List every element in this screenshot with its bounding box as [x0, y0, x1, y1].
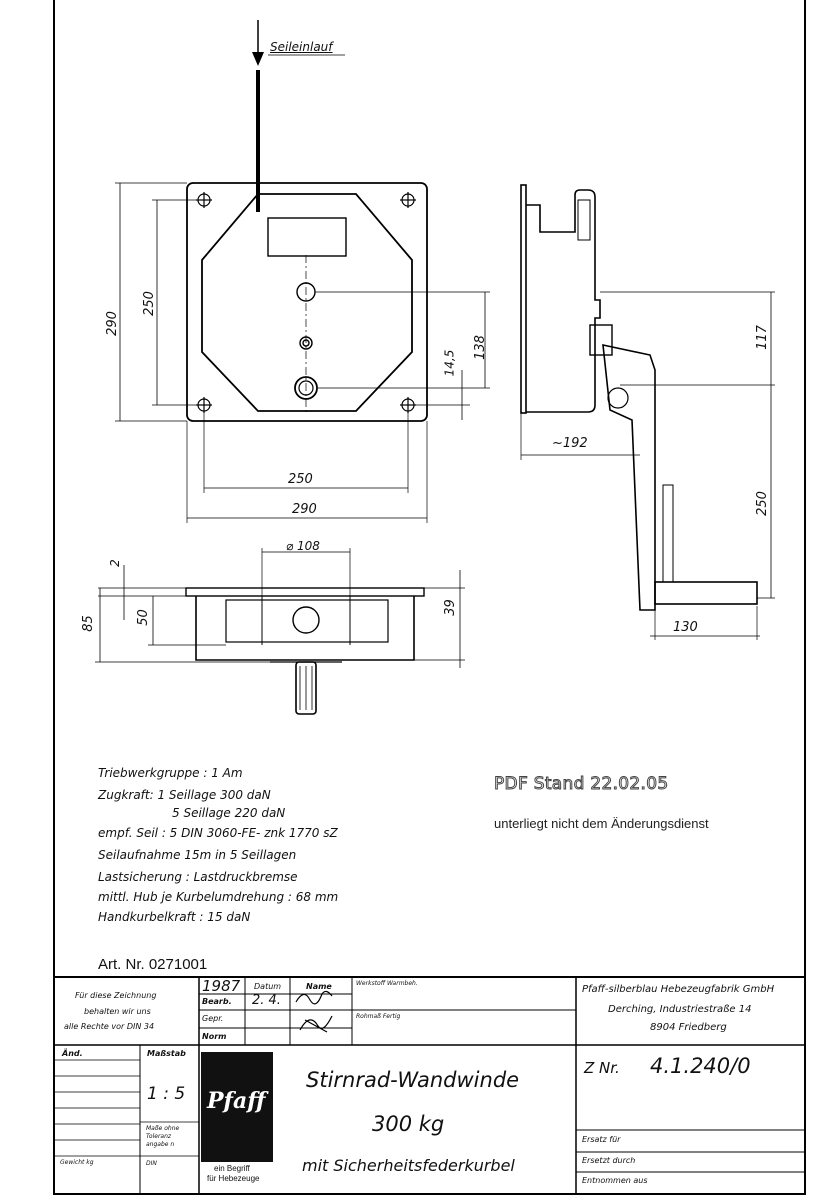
- rights-line-2: behalten wir uns: [84, 1007, 151, 1016]
- row-gepr: Gepr.: [202, 1014, 224, 1023]
- tolerance-note-3: angabe n: [146, 1141, 175, 1148]
- front-view: [115, 70, 490, 523]
- rights-line-3: alle Rechte vor DIN 34: [64, 1022, 155, 1031]
- tolerance-note-2: Toleranz: [146, 1133, 172, 1140]
- spec-handkurbelkraft: Handkurbelkraft : 15 daN: [98, 910, 251, 924]
- rope-inlet-label: Seileinlauf: [270, 40, 333, 54]
- spec-hub: mittl. Hub je Kurbelumdrehung : 68 mm: [98, 890, 339, 904]
- bearb-date: 2. 4.: [252, 993, 281, 1008]
- signature-gepr: [299, 1015, 333, 1033]
- dim-85: 85: [80, 615, 96, 632]
- logo-caption-2: für Hebezeuge: [207, 1174, 260, 1183]
- pfaff-logo: [201, 1052, 273, 1162]
- dim-108: ⌀ 108: [286, 539, 320, 553]
- dim-250-vertical: 250: [141, 291, 157, 316]
- dim-2: 2: [107, 559, 122, 567]
- dim-192: ~192: [552, 436, 588, 451]
- col-datum: Datum: [254, 982, 282, 991]
- dim-290-vertical: 290: [104, 311, 120, 336]
- drawing-subtitle: mit Sicherheitsfederkurbel: [302, 1156, 515, 1175]
- tolerance-note-4: DIN: [146, 1160, 157, 1167]
- company-line-1: Pfaff-silberblau Hebezeugfabrik GmbH: [582, 984, 775, 995]
- spec-lastsicherung: Lastsicherung : Lastdruckbremse: [98, 870, 298, 884]
- company-line-2: Derching, Industriestraße 14: [608, 1004, 752, 1015]
- weight-label: Gewicht kg: [60, 1159, 94, 1166]
- dim-250-side: 250: [754, 491, 770, 516]
- massstab-label: Maßstab: [147, 1049, 186, 1058]
- dim-14-5: 14,5: [442, 349, 457, 377]
- aend-label: Änd.: [62, 1049, 83, 1058]
- pfaff-logo-text: Pfaff: [207, 1088, 266, 1114]
- signature-bearb: [295, 990, 333, 1005]
- drawing-number: 4.1.240/0: [650, 1054, 751, 1078]
- logo-caption-1: ein Begriff: [214, 1164, 250, 1173]
- scale: 1 : 5: [147, 1084, 186, 1104]
- dim-39: 39: [442, 599, 458, 616]
- spec-triebwerkgruppe: Triebwerkgruppe : 1 Am: [98, 766, 243, 780]
- dim-50: 50: [135, 609, 151, 626]
- znr-label: Z Nr.: [584, 1059, 620, 1077]
- dim-130: 130: [673, 620, 698, 635]
- ersatz-fuer-label: Ersatz für: [582, 1135, 621, 1144]
- row-norm: Norm: [202, 1032, 227, 1041]
- rohmass-label: Rohmaß Fertig: [356, 1013, 401, 1020]
- entnommen-label: Entnommen aus: [582, 1176, 648, 1185]
- spec-seil: empf. Seil : 5 DIN 3060-FE- znk 1770 sZ: [98, 826, 338, 840]
- col-name: Name: [306, 982, 332, 991]
- spec-seilaufnahme: Seilaufnahme 15m in 5 Seillagen: [98, 848, 297, 862]
- pdf-stand-stamp: PDF Stand 22.02.05: [493, 774, 669, 795]
- dim-138: 138: [472, 335, 488, 360]
- article-number: Art. Nr. 0271001: [98, 956, 208, 973]
- werkstoff-label: Werkstoff Warmbeh.: [356, 980, 418, 987]
- rope-arrow: [252, 52, 264, 66]
- dim-250-horizontal: 250: [288, 472, 313, 487]
- change-service-note: unterliegt nicht dem Änderungsdienst: [494, 816, 709, 831]
- year: 1987: [202, 977, 241, 995]
- title-block-frame: [53, 976, 806, 1195]
- bottom-view: [95, 548, 465, 715]
- side-view: [520, 184, 775, 640]
- dim-117: 117: [754, 325, 770, 350]
- spec-zugkraft-5: 5 Seillage 220 daN: [172, 806, 286, 820]
- row-bearb: Bearb.: [202, 997, 232, 1006]
- drawing-capacity: 300 kg: [372, 1112, 445, 1136]
- dim-290-horizontal: 290: [292, 502, 317, 517]
- tolerance-note-1: Maße ohne: [146, 1125, 180, 1132]
- ersetzt-durch-label: Ersetzt durch: [582, 1156, 636, 1165]
- drawing-title: Stirnrad-Wandwinde: [306, 1068, 520, 1092]
- company-line-3: 8904 Friedberg: [650, 1022, 727, 1033]
- rights-line-1: Für diese Zeichnung: [75, 991, 157, 1000]
- spec-zugkraft-1: Zugkraft: 1 Seillage 300 daN: [98, 788, 271, 802]
